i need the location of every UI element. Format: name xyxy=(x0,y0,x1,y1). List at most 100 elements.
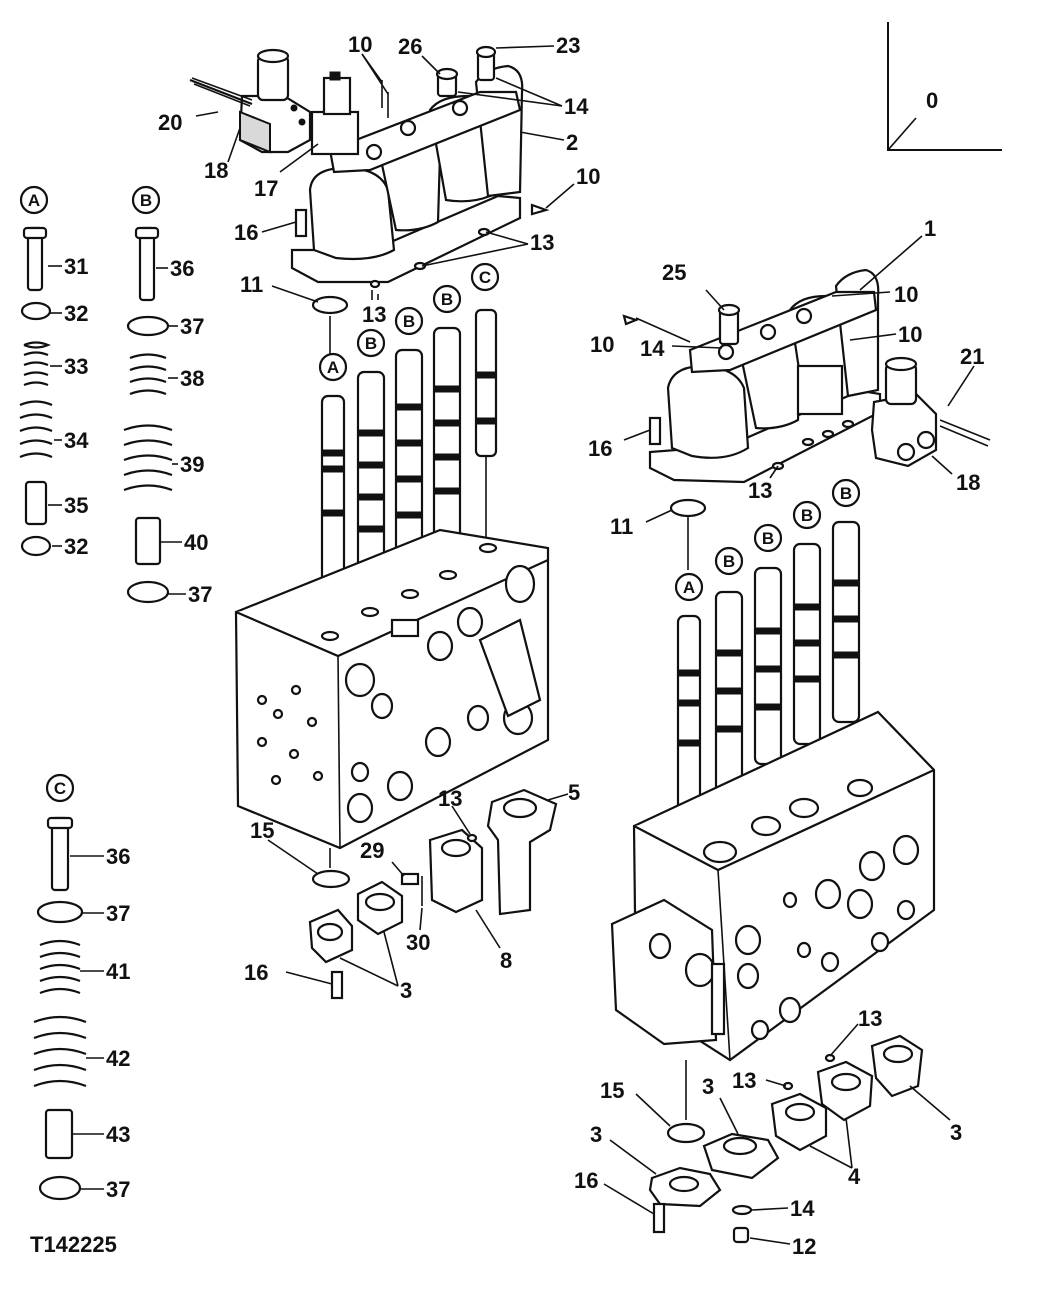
spring-stack-c: C xyxy=(33,773,87,1201)
letter-right-spool-a: A xyxy=(683,578,695,597)
left-valve-body xyxy=(234,528,550,850)
right-cover-dome-1 xyxy=(666,364,750,459)
callout-10c: 10 xyxy=(894,282,918,307)
part-32-seat-top xyxy=(20,301,52,321)
callout-37c: 37 xyxy=(106,901,130,926)
callout-10d: 10 xyxy=(898,322,922,347)
callout-0: 0 xyxy=(926,88,938,113)
letter-left-spool-b3: B xyxy=(441,290,453,309)
part-37-seat-top xyxy=(126,315,170,337)
left-spool-b1 xyxy=(356,370,386,582)
left-spool-a xyxy=(320,394,346,598)
callout-14b: 14 xyxy=(640,336,665,361)
callout-13d: 13 xyxy=(438,786,462,811)
callout-2: 2 xyxy=(566,130,578,155)
part-37-seat-c-top xyxy=(36,900,84,924)
part-2-cover-plate xyxy=(290,194,522,284)
part-31-head xyxy=(22,226,48,240)
callout-21: 21 xyxy=(960,344,984,369)
letter-left-spool-b1: B xyxy=(365,334,377,353)
callout-13e: 13 xyxy=(858,1006,882,1031)
callout-10b: 10 xyxy=(576,164,600,189)
part-42-outer-spring xyxy=(33,1015,87,1088)
callout-11a: 11 xyxy=(240,272,263,297)
callout-10e: 10 xyxy=(590,332,614,357)
callout-37a: 37 xyxy=(180,314,204,339)
part-21-bolt xyxy=(939,419,991,447)
right-valve-body xyxy=(610,710,936,1062)
callout-4: 4 xyxy=(848,1164,861,1189)
letter-left-spool-a: A xyxy=(327,358,339,377)
callout-16d: 16 xyxy=(574,1168,598,1193)
right-solenoid-valve-18 xyxy=(870,356,991,468)
part-37-seat-c-bottom xyxy=(38,1175,82,1201)
callout-3a: 3 xyxy=(400,978,412,1003)
callout-16a: 16 xyxy=(234,220,258,245)
right-spools: A B B B B xyxy=(674,478,861,818)
letter-stack-c: C xyxy=(54,779,66,798)
callout-18b: 18 xyxy=(956,470,980,495)
callout-40: 40 xyxy=(184,530,208,555)
callout-18a: 18 xyxy=(204,158,228,183)
part-3-cover-right-b xyxy=(702,1132,780,1180)
part-11-oring-left xyxy=(311,295,349,315)
right-solenoid-block xyxy=(796,364,844,416)
left-spool-c xyxy=(474,308,498,458)
part-32-seat-bottom xyxy=(20,535,52,557)
callout-26: 26 xyxy=(398,34,422,59)
circle-marker-c xyxy=(45,773,75,803)
letter-right-spool-b4: B xyxy=(840,484,852,503)
callout-43: 43 xyxy=(106,1122,130,1147)
callout-35: 35 xyxy=(64,493,88,518)
callout-32b: 32 xyxy=(64,534,88,559)
callout-3b: 3 xyxy=(950,1120,962,1145)
right-cover-top-rail xyxy=(688,290,878,374)
part-12-plug xyxy=(732,1226,750,1244)
circle-marker-b xyxy=(131,185,161,215)
part-20-bolt xyxy=(189,78,253,106)
part-35-spacer xyxy=(24,480,48,526)
part-37-seat-bottom xyxy=(126,580,170,604)
callout-10a: 10 xyxy=(348,32,372,57)
part-15-oring-right xyxy=(666,1122,706,1144)
part-5-valve xyxy=(486,788,558,916)
part-40-spacer xyxy=(134,516,162,566)
part-43-spacer xyxy=(44,1108,74,1160)
part-10-pin-left xyxy=(530,203,550,216)
letter-left-spool-c: C xyxy=(479,268,491,287)
leader-0 xyxy=(887,117,917,151)
left-bottom-parts xyxy=(308,788,558,1000)
right-bottom-parts xyxy=(648,1034,924,1244)
callout-16b: 16 xyxy=(588,436,612,461)
callout-14c: 14 xyxy=(790,1196,815,1221)
left-spools: A B B B C xyxy=(318,262,500,641)
callout-23: 23 xyxy=(556,33,580,58)
part-38-inner-spring xyxy=(129,353,167,396)
right-body-side-block xyxy=(610,898,718,1046)
letter-stack-a: A xyxy=(28,191,40,210)
callout-36a: 36 xyxy=(170,256,194,281)
part-36-head xyxy=(134,226,160,240)
part-17-solenoid-head xyxy=(322,76,352,116)
part-33-inner-spring xyxy=(23,341,51,387)
part-17-solenoid-block xyxy=(310,110,360,156)
callout-33: 33 xyxy=(64,354,88,379)
letter-right-spool-b2: B xyxy=(762,529,774,548)
part-39-outer-spring xyxy=(123,424,173,492)
right-spool-a xyxy=(676,614,702,818)
callout-1: 1 xyxy=(924,216,936,241)
callout-32a: 32 xyxy=(64,301,88,326)
callout-13c: 13 xyxy=(748,478,772,503)
callout-37d: 37 xyxy=(106,1177,130,1202)
left-spool-b3 xyxy=(432,326,462,548)
callout-5: 5 xyxy=(568,780,580,805)
left-top-cover-assembly xyxy=(290,45,550,315)
part-18-right-valve-body xyxy=(870,392,938,468)
callout-17: 17 xyxy=(254,176,278,201)
callout-38: 38 xyxy=(180,366,204,391)
part-16-bolt-right-bottom xyxy=(652,1202,666,1234)
spring-stack-b: B xyxy=(123,185,173,604)
callout-15b: 15 xyxy=(600,1078,624,1103)
letter-left-spool-b2: B xyxy=(403,312,415,331)
